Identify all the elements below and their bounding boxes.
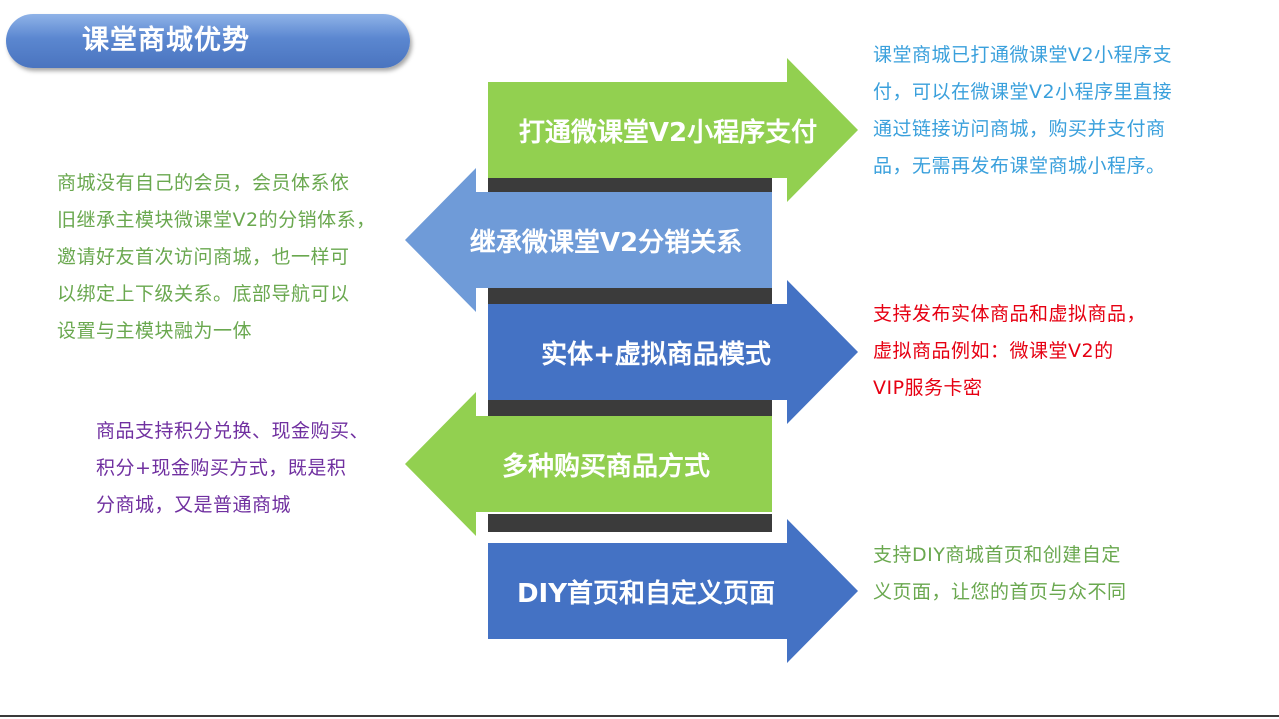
description-line: VIP服务卡密 — [873, 377, 983, 399]
description-distribution: 商城没有自己的会员，会员体系依 旧继承主模块微课堂V2的分销体系， 邀请好友首次… — [57, 165, 376, 350]
description-line: 支持发布实体商品和虚拟商品， — [873, 303, 1147, 325]
description-line: 课堂商城已打通微课堂V2小程序支 — [873, 44, 1173, 66]
description-purchase: 商品支持积分兑换、现金购买、 积分+现金购买方式，既是积 分商城，又是普通商城 — [96, 413, 369, 524]
description-line: 通过链接访问商城，购买并支付商 — [873, 118, 1166, 140]
arrow-right-pay — [488, 58, 858, 202]
description-line: 商城没有自己的会员，会员体系依 — [57, 172, 350, 194]
description-line: 邀请好友首次访问商城，也一样可 — [57, 246, 350, 268]
arrow-right-diy — [488, 519, 858, 663]
description-diy: 支持DIY商城首页和创建自定 义页面，让您的首页与众不同 — [873, 537, 1127, 611]
connector-shadow — [488, 178, 772, 196]
arrow-left-purchase — [405, 392, 772, 536]
description-line: 分商城，又是普通商城 — [96, 494, 292, 516]
description-line: 付，可以在微课堂V2小程序里直接 — [873, 81, 1173, 103]
description-line: 品，无需再发布课堂商城小程序。 — [873, 155, 1166, 177]
description-goods-mode: 支持发布实体商品和虚拟商品， 虚拟商品例如：微课堂V2的 VIP服务卡密 — [873, 296, 1146, 407]
description-line: 积分+现金购买方式，既是积 — [96, 457, 347, 479]
arrow-label-distribution: 继承微课堂V2分销关系 — [469, 228, 743, 258]
description-line: 旧继承主模块微课堂V2的分销体系， — [57, 209, 376, 231]
arrow-left-distribution — [405, 168, 772, 312]
description-line: 以绑定上下级关系。底部导航可以 — [57, 283, 350, 305]
arrow-label-goods-mode: 实体+虚拟商品模式 — [541, 340, 771, 370]
description-line: 虚拟商品例如：微课堂V2的 — [873, 340, 1114, 362]
description-pay: 课堂商城已打通微课堂V2小程序支 付，可以在微课堂V2小程序里直接 通过链接访问… — [873, 37, 1172, 185]
arrow-label-diy: DIY首页和自定义页面 — [516, 579, 776, 609]
connector-shadow — [488, 514, 772, 532]
description-line: 商品支持积分兑换、现金购买、 — [96, 420, 370, 442]
connector-shadow — [488, 398, 772, 416]
connector-shadow — [488, 288, 772, 306]
arrow-right-goods-mode — [488, 280, 858, 424]
title-banner — [6, 14, 410, 68]
description-line: 义页面，让您的首页与众不同 — [873, 581, 1127, 603]
arrow-label-pay: 打通微课堂V2小程序支付 — [518, 118, 818, 148]
footer-divider — [0, 715, 1279, 717]
description-line: 支持DIY商城首页和创建自定 — [873, 544, 1121, 566]
description-line: 设置与主模块融为一体 — [57, 320, 253, 342]
page-title: 课堂商城优势 — [82, 25, 250, 56]
arrow-label-purchase: 多种购买商品方式 — [501, 452, 710, 482]
